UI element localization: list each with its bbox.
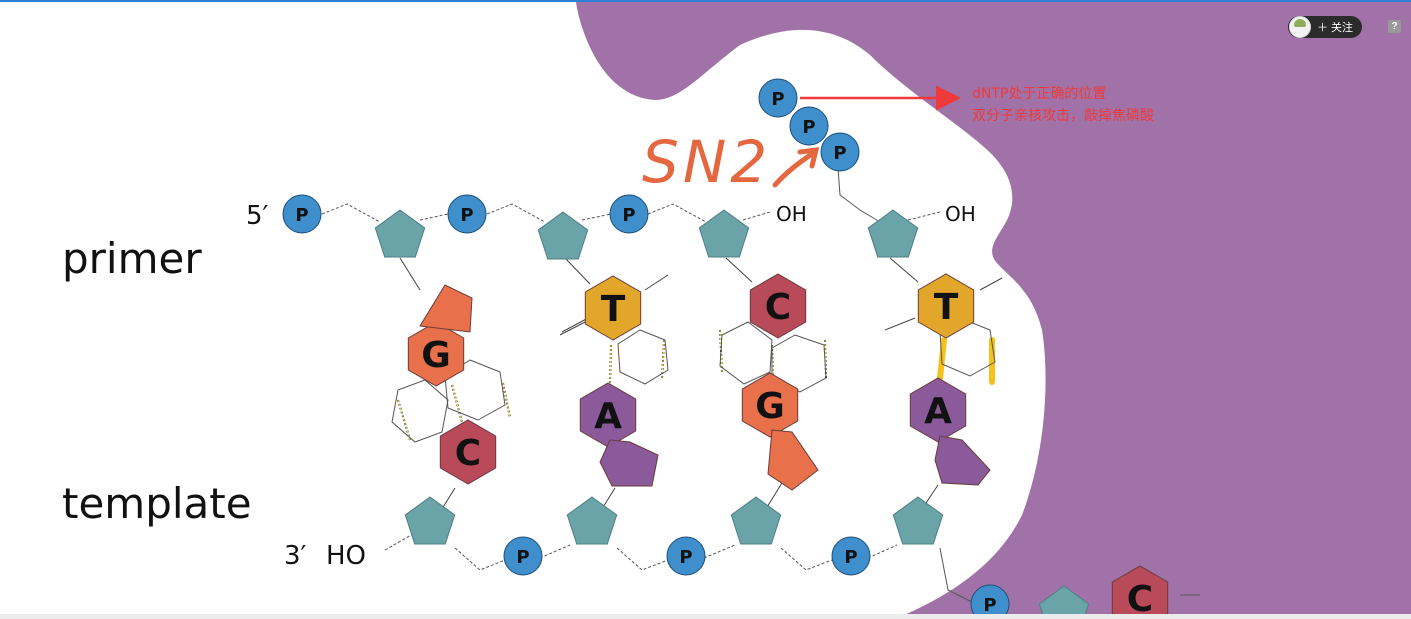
svg-text:P: P bbox=[802, 117, 815, 138]
svg-text:C: C bbox=[765, 287, 791, 328]
backbone-lines bbox=[321, 203, 941, 571]
svg-text:P: P bbox=[516, 547, 529, 568]
svg-text:G: G bbox=[421, 335, 451, 376]
base-template-3: G bbox=[741, 372, 819, 491]
svg-text:A: A bbox=[924, 391, 952, 432]
phosphate-1: P bbox=[447, 194, 487, 234]
oh-label-primer: OH bbox=[776, 202, 807, 226]
new-hydrogen-bonds bbox=[937, 337, 995, 385]
follow-label: ＋ 关注 bbox=[1317, 22, 1354, 34]
svg-text:P: P bbox=[295, 205, 308, 226]
template-label: template bbox=[62, 479, 252, 528]
svg-text:T: T bbox=[601, 289, 626, 330]
top-accent-line bbox=[0, 0, 1411, 2]
base-primer-4: T bbox=[917, 273, 975, 339]
svg-text:P: P bbox=[771, 89, 784, 110]
phosphate-9: P bbox=[970, 584, 1010, 619]
help-icon[interactable]: ? bbox=[1388, 20, 1401, 33]
svg-text:P: P bbox=[983, 595, 996, 616]
sugar-pentagon-1 bbox=[537, 211, 589, 260]
base-primer-3: C bbox=[749, 273, 807, 339]
base-template-2: A bbox=[579, 382, 659, 487]
svg-text:P: P bbox=[844, 547, 857, 568]
annotation-line-1: dNTP处于正确的位置 bbox=[972, 86, 1107, 102]
annotation-line-2: 双分子亲核攻击，敲掉焦磷酸 bbox=[972, 108, 1154, 124]
avatar bbox=[1289, 16, 1311, 38]
ho-label: HO bbox=[326, 541, 366, 571]
base-group: G C T A C G T A C bbox=[407, 273, 1169, 619]
sn2-handwriting: SN2 bbox=[642, 128, 771, 196]
phosphate-6: P bbox=[503, 536, 543, 576]
ring-outlines bbox=[391, 317, 996, 443]
sugar-pentagon-4 bbox=[404, 496, 456, 545]
sugar-pentagon-2 bbox=[698, 209, 750, 258]
phosphate-5: P bbox=[820, 132, 860, 172]
svg-text:P: P bbox=[460, 205, 473, 226]
sugar-pentagon-3 bbox=[867, 209, 919, 258]
base-template-4: A bbox=[909, 377, 991, 486]
sugar-pentagon-6 bbox=[730, 496, 782, 545]
phosphate-2: P bbox=[609, 194, 649, 234]
sugar-pentagon-8 bbox=[1038, 585, 1090, 619]
phosphate-4: P bbox=[789, 106, 829, 146]
phosphate-0: P bbox=[282, 194, 322, 234]
phosphate-7: P bbox=[666, 536, 706, 576]
svg-text:P: P bbox=[833, 143, 846, 164]
svg-text:C: C bbox=[1127, 579, 1153, 619]
incoming-backbone bbox=[837, 167, 1200, 603]
base-primer-1: G bbox=[407, 284, 473, 387]
oh-label-incoming: OH bbox=[945, 202, 976, 226]
sn2-arrow bbox=[772, 147, 820, 188]
svg-text:P: P bbox=[679, 547, 692, 568]
glycosidic-links bbox=[399, 257, 1003, 513]
svg-text:G: G bbox=[755, 386, 785, 427]
sugar-pentagon-7 bbox=[892, 496, 944, 545]
sugar-pentagon-0 bbox=[374, 209, 426, 258]
three-prime-label: 3′ bbox=[284, 541, 307, 571]
base-template-1: C bbox=[439, 419, 497, 485]
base-primer-2: T bbox=[584, 275, 642, 341]
sugar-group bbox=[374, 209, 1090, 619]
sugar-pentagon-5 bbox=[566, 496, 618, 545]
svg-text:T: T bbox=[934, 287, 959, 328]
polymerase-region bbox=[576, 0, 1411, 619]
follow-button[interactable]: ＋ 关注 bbox=[1288, 16, 1362, 38]
bottom-scrollbar[interactable] bbox=[0, 614, 1411, 619]
annotation-note: dNTP处于正确的位置 双分子亲核攻击，敲掉焦磷酸 bbox=[972, 83, 1154, 127]
svg-text:A: A bbox=[594, 396, 622, 437]
svg-text:P: P bbox=[622, 205, 635, 226]
phosphate-8: P bbox=[831, 536, 871, 576]
svg-text:C: C bbox=[455, 433, 481, 474]
five-prime-label: 5′ bbox=[246, 201, 269, 231]
primer-label: primer bbox=[62, 234, 202, 283]
phosphate-3: P bbox=[758, 78, 798, 118]
